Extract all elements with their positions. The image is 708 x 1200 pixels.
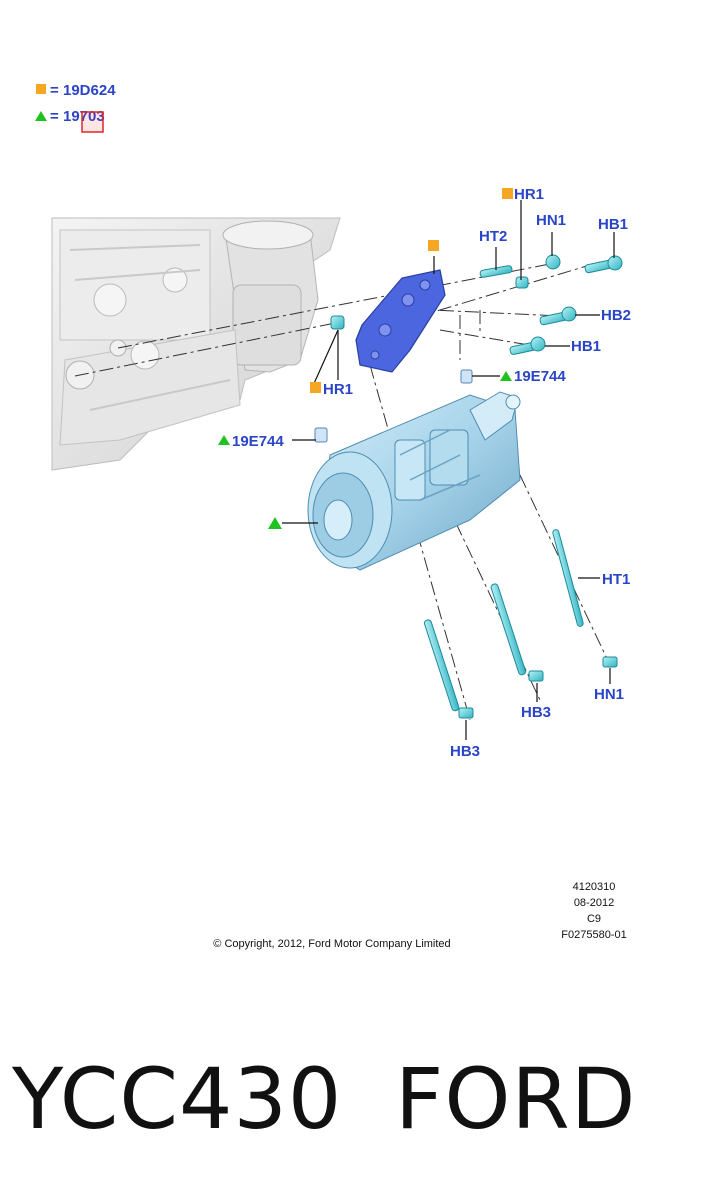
doc-number: 4120310 (573, 881, 616, 893)
legend-square-icon (36, 84, 46, 94)
sleeve-hr1-top[interactable] (515, 276, 529, 289)
bolt-hb3-mid[interactable] (490, 583, 527, 676)
nut-hn1-bottom[interactable] (602, 656, 618, 668)
label-hb2[interactable]: HB2 (601, 307, 631, 324)
brand-name: FORD (395, 1050, 637, 1148)
doc-revision: C9 (587, 913, 601, 925)
callout-triangle-icon-compressor (268, 517, 282, 529)
callout-square-icon-hr1-top (502, 188, 513, 199)
label-hb3-left[interactable]: HB3 (450, 743, 480, 760)
sleeve-hr1-left[interactable] (330, 315, 345, 330)
ac-compressor-19703[interactable] (307, 391, 521, 571)
nut-hn1-top[interactable] (545, 254, 561, 270)
engine-block-illustration (51, 217, 341, 471)
bolt-hb3-left[interactable] (423, 619, 460, 712)
label-hb1-top[interactable]: HB1 (598, 216, 628, 233)
dowel-19e744-left[interactable] (314, 427, 328, 443)
label-ht1[interactable]: HT1 (602, 571, 630, 588)
copyright-text: © Copyright, 2012, Ford Motor Company Li… (213, 938, 450, 950)
callout-labels: HR1 HN1 HT2 HB1 HB2 HB1 HR1 19E744 19E74… (232, 186, 631, 760)
label-19e744-right[interactable]: 19E744 (514, 368, 566, 385)
label-hb3-mid[interactable]: HB3 (521, 704, 551, 721)
callout-square-icon-bracket (428, 240, 439, 251)
doc-date: 08-2012 (574, 897, 614, 909)
label-hr1-top[interactable]: HR1 (514, 186, 544, 203)
bolt-hb2-head (561, 306, 577, 322)
bolt-hb1-mid-head (530, 336, 546, 352)
label-hr1-left[interactable]: HR1 (323, 381, 353, 398)
legend-part-19d624[interactable]: 19D624 (63, 82, 116, 99)
figure-id: F0275580-01 (561, 929, 626, 941)
label-hn1-top[interactable]: HN1 (536, 212, 566, 229)
exploded-parts-diagram: = 19D624 = 19703 (35, 82, 631, 950)
callout-symbols (218, 188, 513, 529)
bracket-19d624[interactable] (355, 269, 446, 373)
bolt-hb1-top-head (607, 255, 623, 271)
callout-triangle-icon-19e744-right (500, 371, 512, 381)
dowel-19e744-right[interactable] (460, 369, 473, 384)
callout-leaders (282, 200, 615, 740)
legend-triangle-icon (35, 111, 47, 121)
bolt-hb3-mid-head (528, 670, 544, 682)
legend-equals-2: = (50, 108, 59, 125)
label-ht2[interactable]: HT2 (479, 228, 507, 245)
selection-highlight-box (81, 111, 104, 133)
part-code: YCC430 (12, 1050, 343, 1148)
callout-square-icon-hr1-left (310, 382, 321, 393)
label-19e744-left[interactable]: 19E744 (232, 433, 284, 450)
stud-ht1[interactable] (552, 529, 584, 627)
callout-triangle-icon-19e744-left (218, 435, 230, 445)
legend-equals-1: = (50, 82, 59, 99)
legend: = 19D624 = 19703 (35, 82, 116, 133)
bolt-hb3-left-head (458, 707, 474, 719)
fasteners (314, 254, 623, 719)
document-meta: 4120310 08-2012 C9 F0275580-01 © Copyrig… (213, 881, 626, 950)
label-hb1-mid[interactable]: HB1 (571, 338, 601, 355)
product-title: YCC430 FORD (0, 1040, 708, 1170)
label-hn1-bottom[interactable]: HN1 (594, 686, 624, 703)
